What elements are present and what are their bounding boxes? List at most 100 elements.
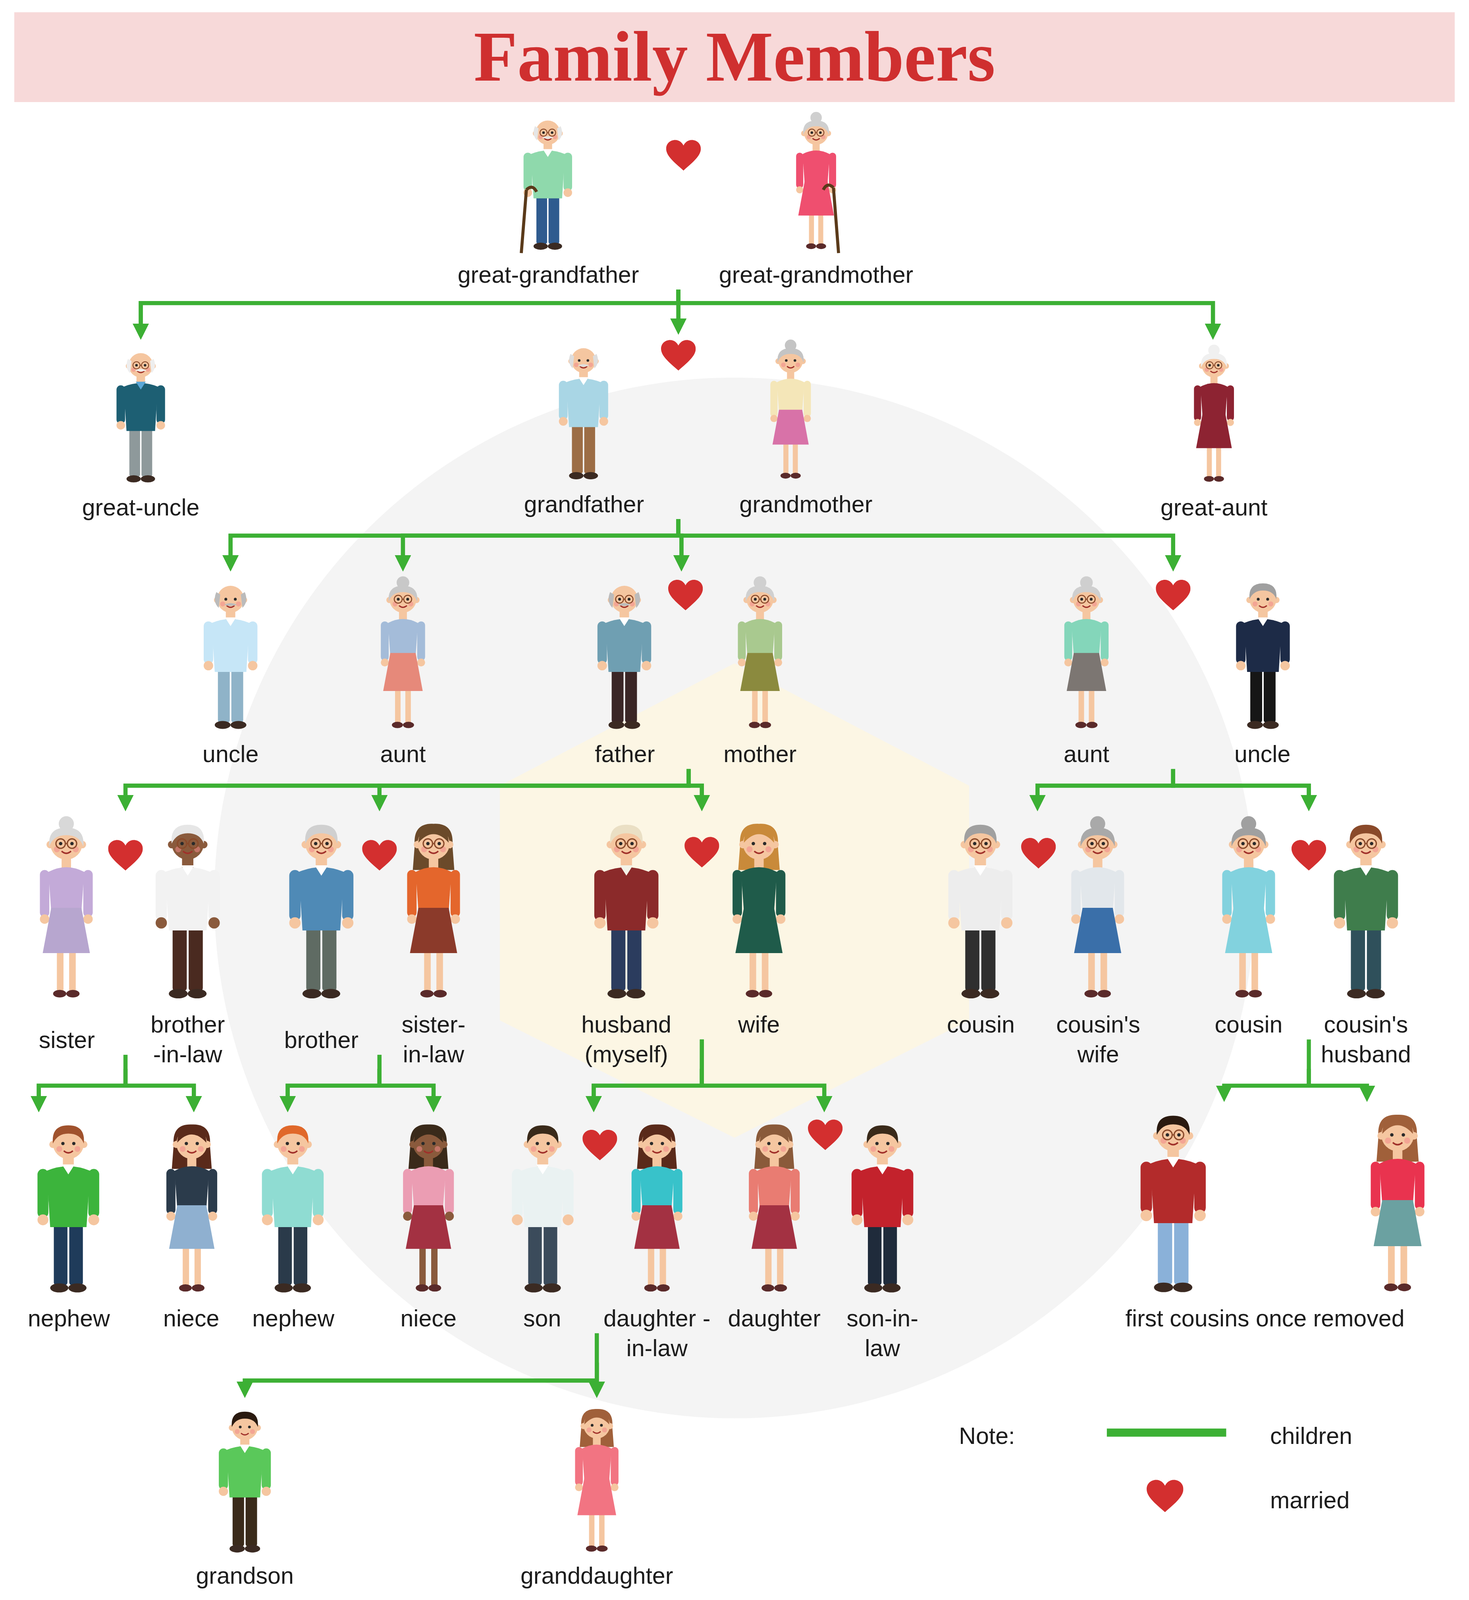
- heart: [666, 140, 701, 171]
- family-member: cousin's husband: [1308, 811, 1424, 1069]
- family-member: first cousins once removed: [1091, 1101, 1439, 1334]
- heart: [1021, 837, 1056, 869]
- figure-space: [244, 1112, 342, 1304]
- heart: [107, 839, 143, 871]
- member-label: cousin: [946, 1010, 1015, 1040]
- member-label: great-aunt: [1160, 492, 1268, 523]
- person-figure: [737, 576, 783, 728]
- person-figure: [796, 111, 837, 249]
- child-arrow: [688, 769, 702, 806]
- child-arrow: [125, 1068, 194, 1106]
- child-arrow: [1173, 769, 1309, 806]
- family-member: husband (myself): [551, 811, 702, 1069]
- person-figure: [1222, 815, 1275, 997]
- heart: [661, 339, 696, 371]
- figure-space: [183, 1397, 307, 1561]
- member-label: great-uncle: [82, 492, 200, 523]
- member-label: brother -in-law: [147, 1010, 229, 1069]
- member-label: grandmother: [739, 489, 873, 519]
- child-arrow: [287, 1054, 380, 1106]
- child-arrow: [402, 518, 679, 565]
- family-member: wife: [701, 811, 817, 1040]
- person-figure: [594, 824, 659, 999]
- member-label: great-grandfather: [457, 260, 640, 290]
- child-arrow: [678, 518, 1174, 565]
- child-arrow: [125, 769, 689, 806]
- family-member: cousin: [1188, 811, 1309, 1040]
- child-arrow: [1224, 1039, 1309, 1096]
- figures: [37, 111, 1425, 1553]
- family-member: grandfather: [489, 334, 679, 519]
- person-figure: [1334, 824, 1399, 999]
- heart: [362, 839, 397, 871]
- family-member: brother -in-law: [125, 811, 250, 1069]
- person-figure: [262, 1125, 324, 1293]
- child-arrow: [140, 289, 679, 334]
- member-label: father: [594, 739, 655, 770]
- connectors: [38, 289, 1367, 1392]
- figure-space: [923, 811, 1039, 1011]
- person-figure: [1064, 576, 1109, 728]
- member-label: nephew: [27, 1303, 110, 1334]
- child-arrow: [140, 289, 679, 334]
- person-figure: [289, 824, 354, 999]
- figure-space: [1038, 811, 1159, 1011]
- figure-space: [137, 1112, 245, 1304]
- figure-space: [379, 811, 488, 1011]
- family-member: son-in- law: [831, 1112, 934, 1363]
- figure-space: [61, 339, 221, 493]
- legend-heart-sample: [1146, 1479, 1184, 1512]
- person-figure: [631, 1123, 683, 1292]
- figure-space: [1308, 811, 1424, 1011]
- member-label: son-in- law: [841, 1303, 924, 1363]
- member-label: mother: [723, 739, 797, 770]
- person-figure: [166, 1123, 218, 1292]
- heart: [1155, 579, 1191, 611]
- member-label: cousin: [1214, 1010, 1283, 1040]
- person-figure: [1370, 1114, 1425, 1292]
- family-member: great-grandfather: [418, 107, 679, 290]
- watermark-shape: [499, 663, 970, 1138]
- child-arrow: [38, 1054, 126, 1106]
- page-title: Family Members: [14, 12, 1455, 103]
- figure-space: [515, 1397, 679, 1561]
- member-label: brother: [284, 1025, 359, 1055]
- member-label: daughter: [728, 1303, 821, 1334]
- family-member: sister: [8, 811, 126, 1055]
- child-arrow: [287, 1068, 380, 1106]
- legend-line-sample: [1106, 1428, 1227, 1437]
- heart: [668, 579, 703, 611]
- child-arrow: [230, 518, 679, 565]
- figure-space: [678, 334, 934, 490]
- person-figure: [155, 824, 220, 999]
- heart: [582, 1129, 617, 1161]
- figure-space: [15, 1112, 123, 1304]
- figure-space: [1188, 811, 1309, 1011]
- child-arrow: [244, 1333, 597, 1392]
- child-arrow: [1037, 769, 1174, 806]
- family-member: aunt: [347, 571, 460, 770]
- child-arrow: [244, 1362, 597, 1392]
- child-arrow: [701, 1039, 825, 1107]
- member-label: son: [523, 1303, 561, 1334]
- child-arrow: [678, 289, 1213, 334]
- family-member: niece: [377, 1112, 480, 1334]
- person-figure: [559, 348, 609, 480]
- member-label: niece: [163, 1303, 220, 1334]
- member-label: great-grandmother: [719, 260, 914, 290]
- figure-space: [688, 571, 832, 740]
- figure-space: [1091, 1101, 1439, 1304]
- hearts: [107, 140, 1327, 1161]
- child-arrow: [379, 769, 689, 806]
- walking-cane: [823, 185, 839, 253]
- person-figure: [732, 823, 786, 997]
- person-figure: [1071, 815, 1124, 997]
- family-member: niece: [137, 1112, 245, 1334]
- person-figure: [402, 1123, 454, 1292]
- figure-space: [701, 811, 817, 1011]
- member-label: cousin's husband: [1317, 1010, 1414, 1069]
- family-member: cousin's wife: [1038, 811, 1159, 1069]
- person-figure: [770, 339, 811, 479]
- figure-space: [831, 1112, 934, 1304]
- person-figure: [948, 824, 1013, 999]
